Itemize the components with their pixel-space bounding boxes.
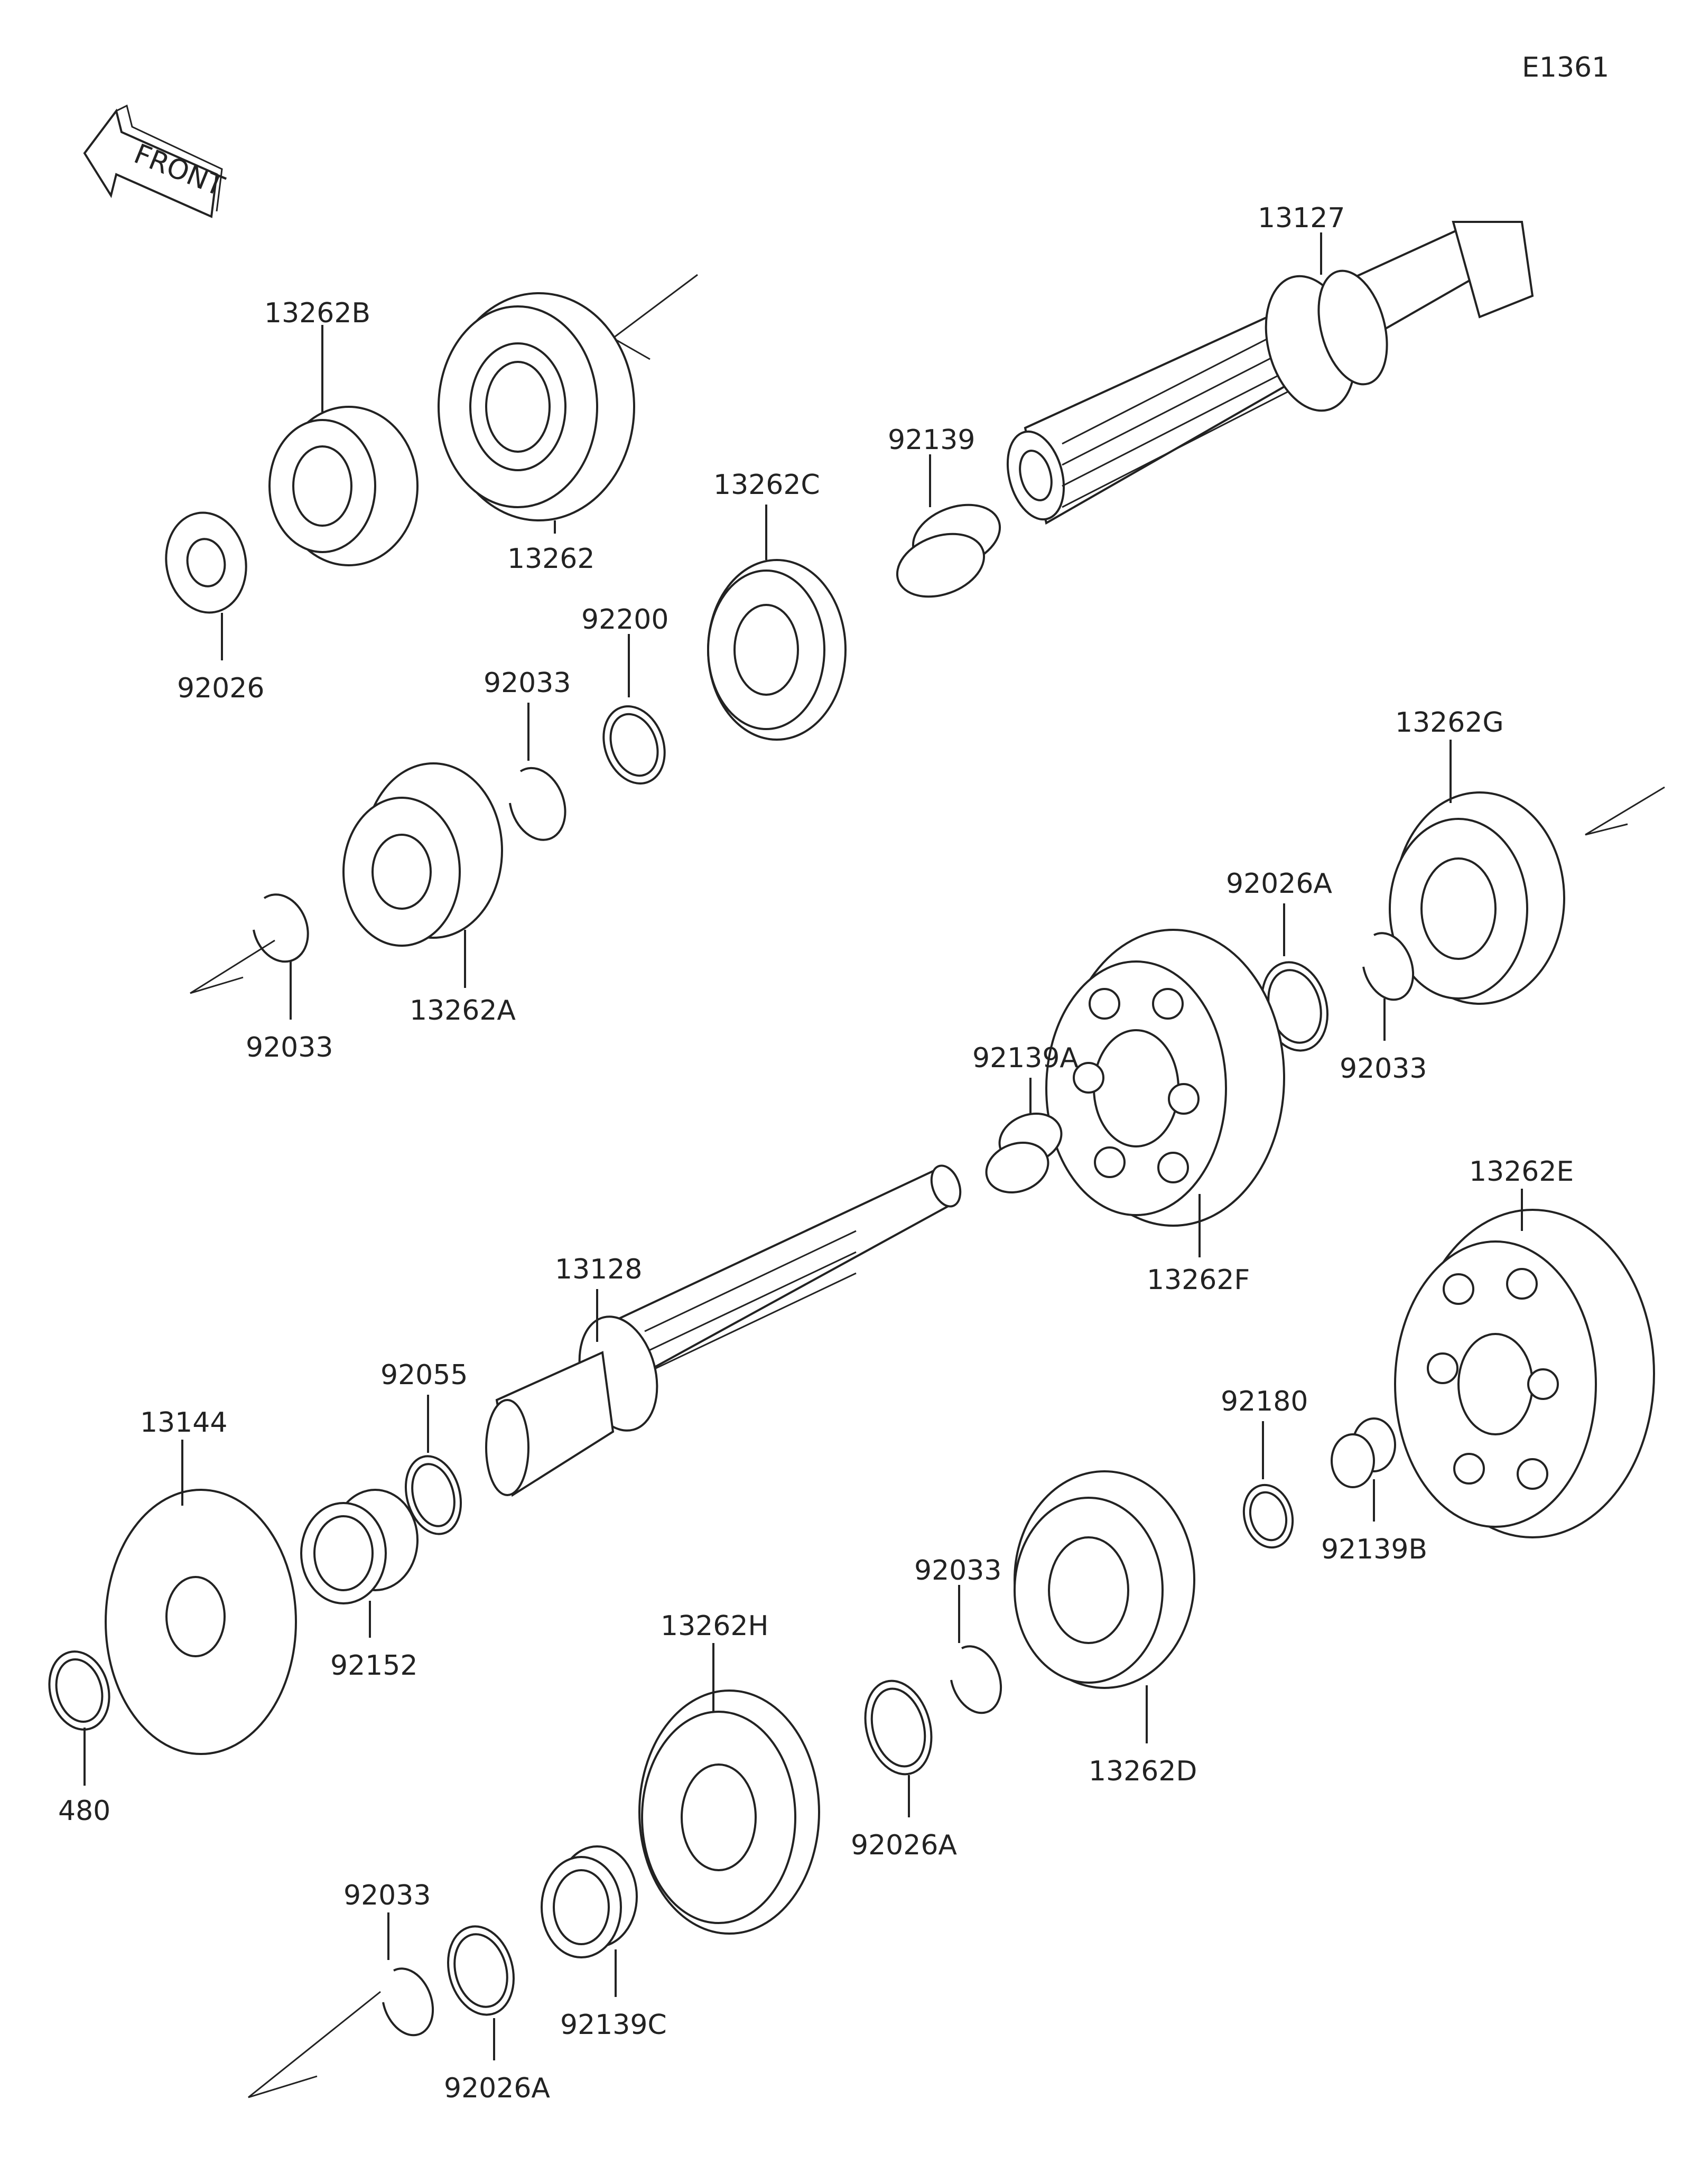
- gear-13262A: [342, 762, 503, 947]
- label-13262H: 13262H: [661, 1610, 769, 1642]
- label-13262F: 13262F: [1147, 1264, 1250, 1296]
- gear-13262G: [1389, 791, 1565, 1005]
- label-92033-e: 92033: [343, 1880, 431, 1911]
- label-92139C: 92139C: [560, 2009, 667, 2041]
- label-92200: 92200: [581, 604, 668, 636]
- label-92033-c: 92033: [1340, 1053, 1427, 1085]
- label-92055: 92055: [380, 1359, 468, 1391]
- shaft-13128: [485, 1164, 962, 1497]
- label-13262G: 13262G: [1395, 707, 1504, 739]
- gear-13262F: [1045, 929, 1285, 1227]
- label-13262D: 13262D: [1089, 1756, 1197, 1787]
- label-92026A-a: 92026A: [1226, 868, 1332, 900]
- needle-bearing-92139C: [541, 1845, 638, 1958]
- circlip-92033-bottom: [382, 1967, 434, 2037]
- bushing-92139A: [985, 1112, 1063, 1194]
- bushing-92139B: [1331, 1417, 1396, 1488]
- label-13128: 13128: [555, 1254, 642, 1285]
- circlip-480: [48, 1650, 110, 1731]
- gear-13262D: [1014, 1470, 1195, 1689]
- label-13262E: 13262E: [1469, 1156, 1574, 1188]
- label-92026A-c: 92026A: [444, 2073, 550, 2104]
- collar-92152: [300, 1489, 419, 1604]
- gear-13262: [438, 292, 635, 521]
- label-92152: 92152: [330, 1650, 417, 1682]
- washer-92026A-bottom: [447, 1925, 515, 2016]
- label-92139: 92139: [888, 424, 975, 456]
- label-13262A: 13262A: [410, 995, 516, 1026]
- label-13127: 13127: [1258, 202, 1345, 234]
- label-92033-d: 92033: [914, 1555, 1001, 1586]
- washer-92026: [165, 511, 247, 614]
- diagram-id: E1361: [1522, 52, 1609, 83]
- circlip-92033-left: [253, 893, 309, 963]
- label-92180: 92180: [1221, 1386, 1308, 1417]
- label-13144: 13144: [140, 1407, 227, 1439]
- label-13262: 13262: [507, 543, 594, 575]
- washer-92026A-lower-mid: [864, 1679, 933, 1776]
- bushing-92139: [896, 503, 1001, 598]
- label-13262B: 13262B: [264, 297, 370, 329]
- front-arrow-icon: FRONT: [83, 104, 229, 218]
- label-480: 480: [58, 1795, 110, 1827]
- gear-13262E: [1394, 1209, 1655, 1538]
- ring-92200: [602, 705, 666, 785]
- washer-92180: [1242, 1483, 1294, 1549]
- label-92033-a: 92033: [484, 667, 571, 699]
- circlip-92033-right: [1362, 932, 1415, 1001]
- ring-92055: [404, 1455, 462, 1535]
- gear-13262H: [638, 1690, 820, 1935]
- shaft-13127: [1006, 221, 1534, 525]
- label-13262C: 13262C: [713, 469, 820, 501]
- label-92026A-b: 92026A: [851, 1830, 957, 1861]
- gear-13262C: [707, 559, 847, 741]
- circlip-92033-lower-mid: [950, 1645, 1002, 1714]
- label-92139A: 92139A: [972, 1042, 1079, 1074]
- sprocket-13144: [105, 1489, 297, 1755]
- gear-13262B: [268, 406, 419, 566]
- label-92026: 92026: [177, 673, 264, 704]
- label-92139B: 92139B: [1321, 1534, 1427, 1565]
- circlip-92033-upper: [509, 767, 566, 841]
- label-92033-b: 92033: [246, 1032, 333, 1063]
